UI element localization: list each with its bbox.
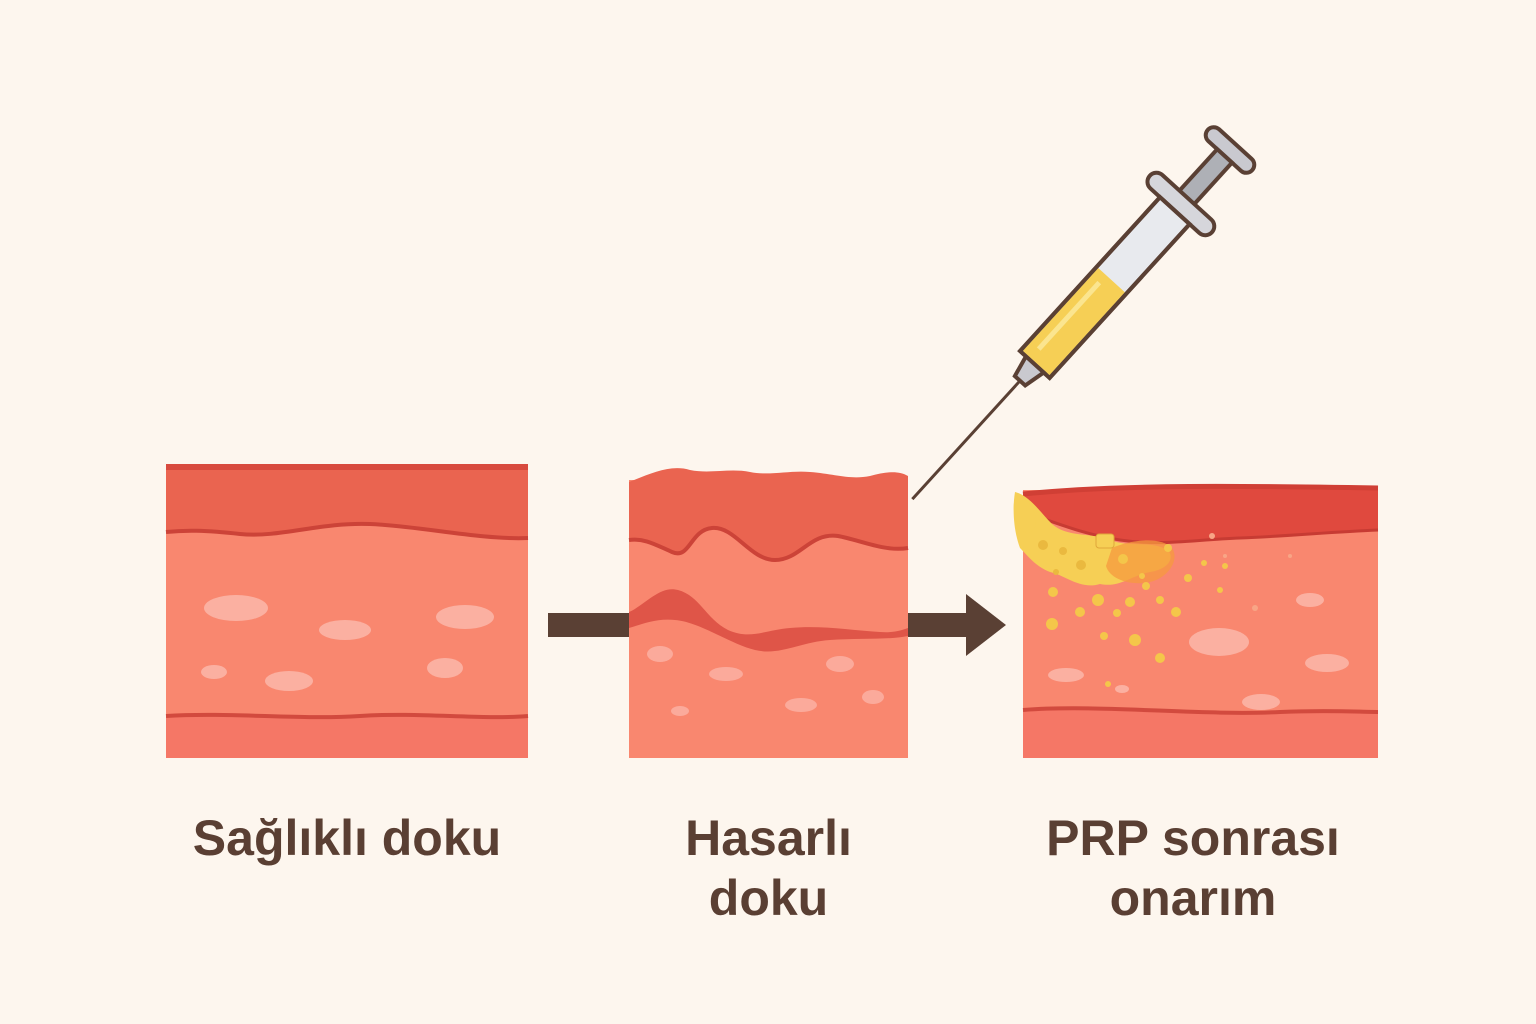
plasma-droplet [1013, 494, 1036, 533]
label-healthy-line-1: Sağlıklı doku [192, 810, 502, 866]
label-prp-repair: PRP sonrası onarım [1013, 808, 1373, 928]
healthy-tissue-block [165, 464, 529, 758]
label-damaged-line-2: doku [708, 870, 829, 926]
syringe-icon [911, 125, 1257, 501]
damaged-tissue-block [628, 468, 909, 758]
repaired-tissue-block [1013, 483, 1379, 758]
label-damaged-tissue: Hasarlı doku [629, 808, 908, 928]
label-damaged-line-1: Hasarlı [685, 810, 852, 866]
label-healthy-tissue: Sağlıklı doku [166, 808, 528, 868]
label-prp-line-1: PRP sonrası [1046, 810, 1340, 866]
label-prp-line-2: onarım [1109, 870, 1277, 926]
